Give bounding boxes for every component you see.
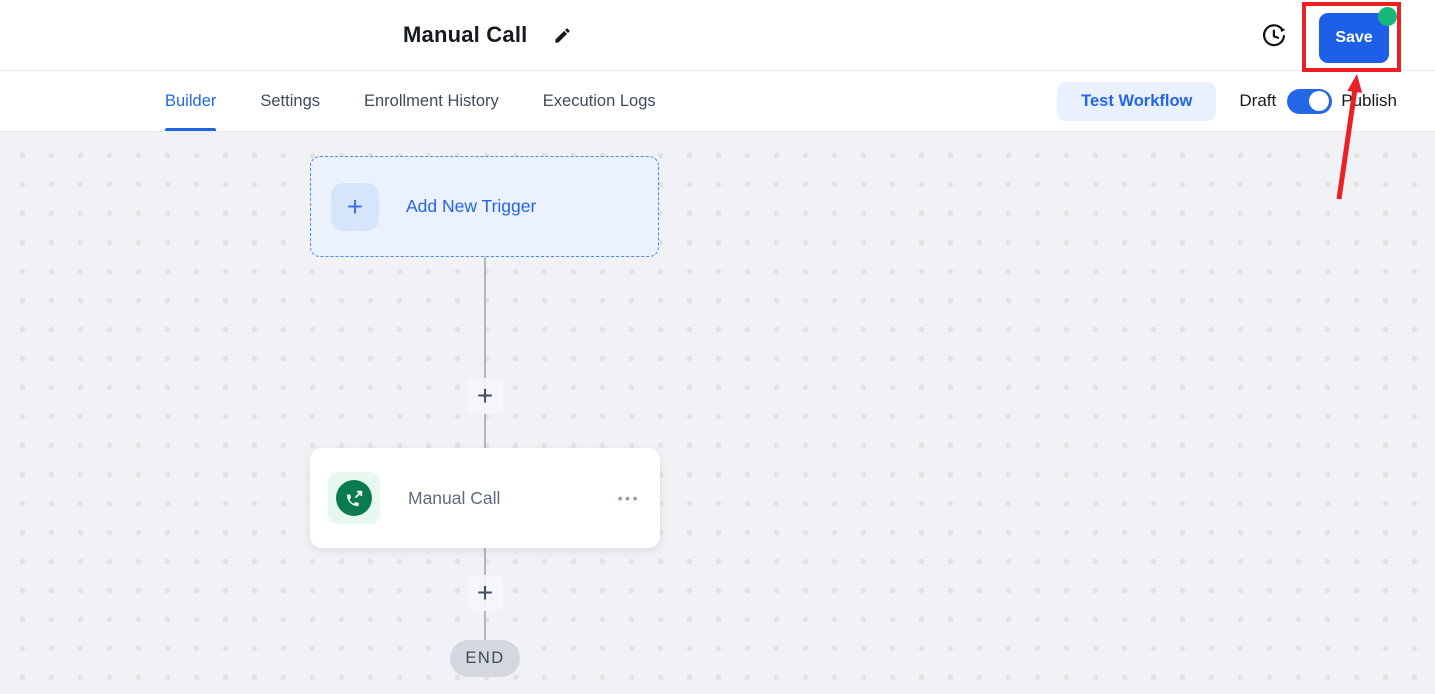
- clock-history-icon: [1260, 22, 1288, 50]
- toggle-knob: [1309, 91, 1330, 111]
- tabs: Builder Settings Enrollment History Exec…: [165, 71, 656, 131]
- workflow-canvas: + Add New Trigger + Manual Call ••• + EN…: [0, 132, 1435, 694]
- action-icon-container: [328, 472, 380, 524]
- add-step-button-top[interactable]: +: [467, 378, 503, 414]
- green-dot-indicator: [1378, 7, 1397, 26]
- tab-settings[interactable]: Settings: [260, 91, 320, 110]
- tab-bar-actions: Test Workflow Draft Publish: [1057, 71, 1397, 131]
- manual-call-node[interactable]: Manual Call •••: [310, 448, 660, 548]
- tab-execution-logs[interactable]: Execution Logs: [542, 91, 656, 110]
- publish-label: Publish: [1341, 91, 1397, 110]
- edit-title-button[interactable]: [550, 23, 574, 47]
- save-button[interactable]: Save: [1319, 13, 1389, 63]
- tab-bar: Builder Settings Enrollment History Exec…: [0, 71, 1435, 132]
- phone-outgoing-icon: [336, 480, 372, 516]
- publish-toggle[interactable]: [1287, 88, 1333, 114]
- pencil-icon: [553, 26, 572, 45]
- draft-label: Draft: [1239, 91, 1277, 110]
- node-menu-button[interactable]: •••: [617, 490, 640, 506]
- page-title: Manual Call: [403, 22, 528, 47]
- test-workflow-button[interactable]: Test Workflow: [1057, 81, 1217, 121]
- plus-icon: +: [331, 182, 379, 231]
- manual-call-node-label: Manual Call: [408, 487, 501, 508]
- add-new-trigger-label: Add New Trigger: [406, 196, 537, 216]
- add-new-trigger-card[interactable]: + Add New Trigger: [310, 156, 659, 257]
- tab-builder[interactable]: Builder: [165, 71, 217, 131]
- version-history-button[interactable]: [1259, 21, 1289, 51]
- end-node: END: [450, 640, 520, 677]
- add-step-button-bottom[interactable]: +: [467, 575, 503, 611]
- header: Manual Call Save: [0, 0, 1435, 71]
- tab-enrollment-history[interactable]: Enrollment History: [364, 91, 499, 110]
- workflow-title-group: Manual Call: [403, 0, 574, 70]
